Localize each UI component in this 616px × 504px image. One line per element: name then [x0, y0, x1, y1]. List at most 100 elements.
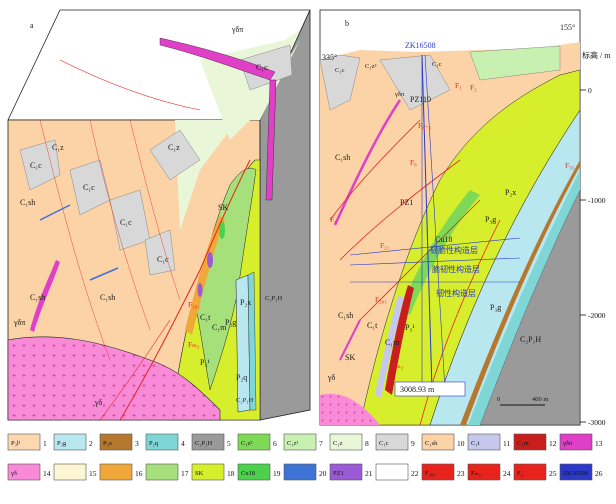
- legend-code: γδ: [10, 470, 17, 477]
- legend-number: 4: [181, 439, 185, 448]
- b-gdp-1: [333, 99, 402, 226]
- b-layer-line-2: [349, 257, 521, 266]
- unit-b-b11: P₃¹: [405, 323, 415, 332]
- unit-a-u21: γδπ: [13, 318, 25, 327]
- p2q-strip: [247, 271, 257, 411]
- b-fault-label-7: F₃₅: [565, 161, 575, 170]
- b-c1m: [385, 285, 414, 395]
- unit-a-u3: C₁z: [52, 143, 64, 152]
- b-p3x: [460, 160, 580, 425]
- legend-number: 8: [365, 439, 369, 448]
- pz-lens-1: [207, 252, 213, 268]
- legend-code: Fₘ₂: [471, 470, 481, 477]
- contact-a-3: [129, 119, 181, 301]
- unit-b-b16: C₁c: [335, 67, 345, 74]
- unit-b-b14: γδ: [327, 373, 336, 382]
- legend-swatch: [99, 433, 133, 451]
- b-fault-label-8: F₂: [470, 83, 477, 92]
- p3g-strip: [235, 274, 251, 413]
- axis-tick-label: 0: [588, 86, 592, 95]
- legend-code: Cu18: [241, 470, 255, 477]
- legend-item: 15: [53, 463, 97, 481]
- legend-code: P₃l¹: [11, 440, 21, 447]
- legend-swatch: [283, 433, 317, 451]
- legend-number: 15: [89, 469, 97, 478]
- legend-number: 11: [503, 439, 510, 448]
- legend-swatch: [7, 433, 41, 451]
- fault-a-label-1: F₂₀₁: [188, 300, 200, 309]
- b-fault-label-4: F₂₁: [380, 241, 390, 250]
- b-fault-label-2: Fₘ₂: [392, 361, 404, 370]
- panel-b: 3008.93 m b 335° 155° ZK16508 标高 / m 0-1…: [319, 9, 611, 427]
- unit-b-b7: P₃g: [485, 215, 496, 224]
- b-fault-2: [339, 159, 461, 261]
- b-p2q: [468, 170, 580, 425]
- unit-b-b2: C₁sh: [338, 311, 353, 320]
- legend-number: 7: [319, 439, 323, 448]
- gdp-dike-left: [30, 260, 60, 332]
- b-granite: [320, 393, 380, 425]
- legend-swatch: [467, 433, 501, 451]
- fold-belt-sk: [194, 167, 257, 391]
- contact-a-2: [89, 119, 151, 331]
- legend-code: SK: [195, 470, 204, 477]
- legend-swatch: [421, 433, 455, 451]
- unit-a-u11: SK: [218, 203, 228, 212]
- unit-a-u6: C₁c: [120, 218, 132, 227]
- legend-number: 24: [503, 469, 511, 478]
- unit-b-b10: C₁m: [385, 338, 400, 347]
- legend-number: 13: [595, 439, 603, 448]
- b-depth-box: [394, 381, 466, 397]
- pz-lens-2: [197, 283, 203, 297]
- b-azimuth-left: 335°: [322, 53, 337, 62]
- legend-swatch: [145, 433, 179, 451]
- legend-swatch: [191, 433, 225, 451]
- legend-item: 17: [145, 463, 189, 481]
- legend-item: 20: [283, 463, 327, 481]
- unit-a-u1: C₁sh: [20, 198, 35, 207]
- unit-b-b3: PZ110: [410, 95, 431, 104]
- unit-b-b9: C₁t: [367, 321, 378, 330]
- gdp-dike-top: [159, 37, 276, 81]
- unit-a-u5: C₁z: [168, 143, 180, 152]
- legend-code: P₃g: [57, 440, 67, 447]
- unit-a-u13: P₃g: [225, 318, 236, 327]
- b-c1c-mid: [379, 54, 451, 111]
- b-fault-label-1: F₂₀₁: [375, 295, 387, 304]
- unit-a-u7: C₁c: [157, 255, 169, 264]
- unit-b-b6: P₂x: [505, 188, 516, 197]
- unit-a-u10: C₁sh: [30, 293, 45, 302]
- b-axis-title: 标高 / m: [582, 50, 611, 60]
- b-gdp-2: [339, 319, 361, 361]
- b-axis-ticks: 0-1000-2000-3000: [580, 86, 606, 427]
- legend-code: C₁sh: [425, 440, 438, 447]
- legend-code: γδπ: [562, 440, 573, 447]
- legend-number: 20: [319, 469, 327, 478]
- unit-a-u4: C₁c: [83, 183, 95, 192]
- cu-lens-1: [219, 221, 225, 239]
- legend-number: 16: [135, 469, 143, 478]
- b-fault-label-5: F₈: [410, 158, 417, 167]
- panel-a-label: a: [30, 21, 34, 30]
- legend-code: PZ1: [333, 470, 344, 477]
- legend-swatch: [283, 463, 317, 481]
- legend-swatch: [513, 463, 547, 481]
- legend-code: C₁z¹: [287, 440, 298, 447]
- b-green: [400, 190, 480, 315]
- legend-item: C₁z¹ 7: [283, 433, 323, 451]
- legend-swatch: [559, 463, 593, 481]
- panel-b-label: b: [345, 19, 349, 28]
- scale-zero: 0: [497, 396, 500, 403]
